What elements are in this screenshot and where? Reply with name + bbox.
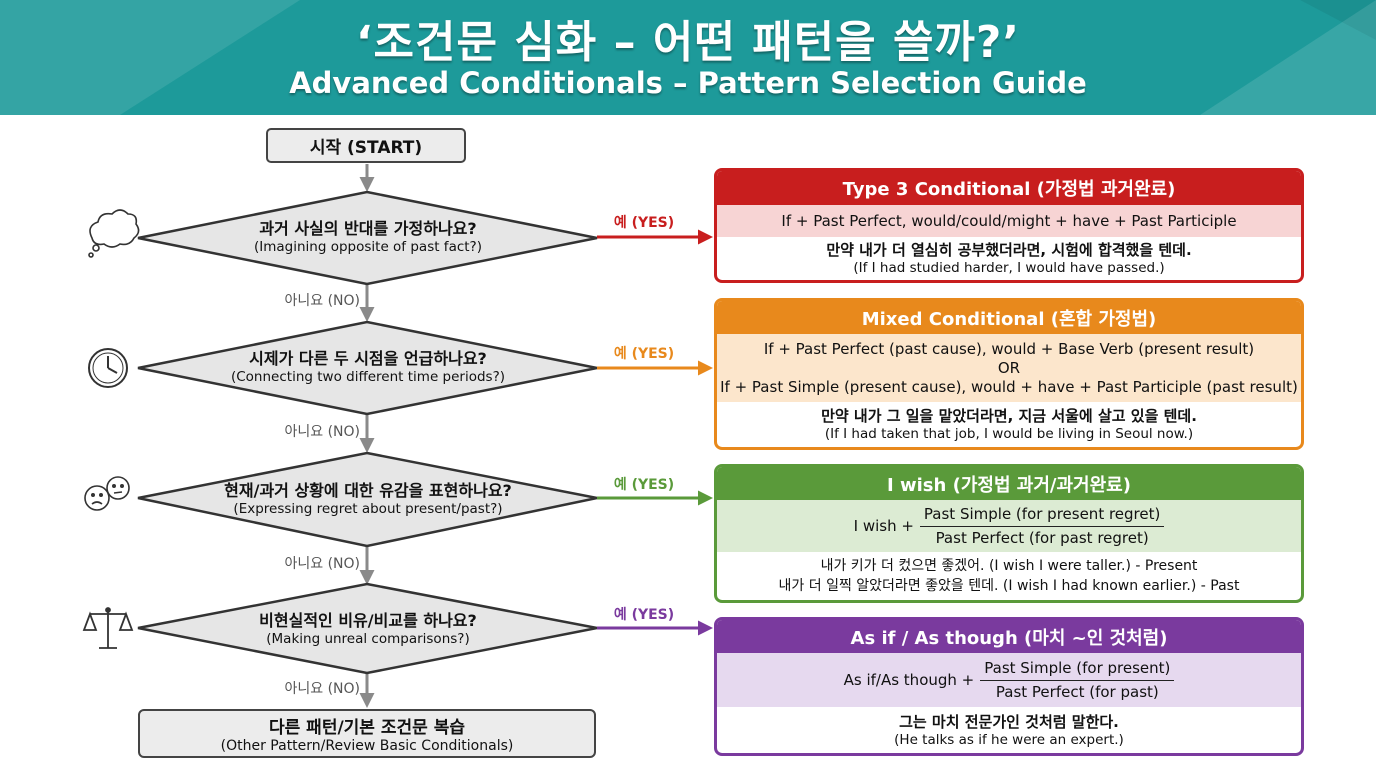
no-label-4: 아니요 (NO)	[284, 681, 360, 697]
question-en: (Making unreal comparisons?)	[266, 631, 470, 647]
question-en: (Expressing regret about present/past?)	[233, 501, 503, 517]
start-node: 시작 (START)	[266, 128, 466, 163]
example-ko: 만약 내가 더 열심히 공부했더라면, 시험에 합격했을 텐데.	[826, 241, 1192, 259]
end-ko: 다른 패턴/기본 조건문 복습	[268, 718, 465, 738]
question-ko: 시제가 다른 두 시점을 언급하나요?	[249, 349, 487, 368]
panel-title: As if / As though (마치 ~인 것처럼)	[717, 620, 1301, 653]
thought-bubble-icon	[88, 209, 140, 258]
end-node: 다른 패턴/기본 조건문 복습 (Other Pattern/Review Ba…	[138, 709, 596, 758]
yes-label-3: 예 (YES)	[613, 477, 675, 493]
example-en: (If I had taken that job, I would be liv…	[824, 426, 1194, 442]
panel-example: 내가 키가 더 컸으면 좋겠어. (I wish I were taller.)…	[717, 552, 1301, 600]
panel-formula: If + Past Perfect, would/could/might + h…	[717, 205, 1301, 237]
no-label-3: 아니요 (NO)	[284, 556, 360, 572]
end-en: (Other Pattern/Review Basic Conditionals…	[220, 738, 514, 754]
no-label-2: 아니요 (NO)	[284, 424, 360, 440]
example-en: (He talks as if he were an expert.)	[894, 731, 1124, 748]
yes-label-2: 예 (YES)	[613, 346, 675, 362]
example-en: (If I had studied harder, I would have p…	[853, 260, 1165, 276]
panel-title: I wish (가정법 과거/과거완료)	[717, 467, 1301, 500]
formula-lead: I wish +	[853, 516, 914, 535]
example-line-2: 내가 더 일찍 알았더라면 좋았을 텐데. (I wish I had know…	[778, 578, 1240, 594]
example-line-1: 내가 키가 더 컸으면 좋겠어. (I wish I were taller.)…	[820, 558, 1198, 574]
sad-face-icon	[84, 476, 130, 511]
panel-formula: As if/As though + Past Simple (for prese…	[717, 653, 1301, 707]
header-decoration	[0, 0, 1376, 115]
example-ko: 그는 마치 전문가인 것처럼 말한다.	[899, 712, 1119, 731]
formula-top: Past Simple (for present)	[980, 659, 1175, 681]
example-ko: 만약 내가 그 일을 맡았더라면, 지금 서울에 살고 있을 텐데.	[821, 407, 1197, 425]
result-panel-wish: I wish (가정법 과거/과거완료) I wish + Past Simpl…	[714, 464, 1304, 603]
panel-example: 그는 마치 전문가인 것처럼 말한다. (He talks as if he w…	[717, 707, 1301, 753]
panel-title: Type 3 Conditional (가정법 과거완료)	[717, 171, 1301, 205]
decision-text-4: 비현실적인 비유/비교를 하나요? (Making unreal compari…	[140, 611, 596, 648]
page-subtitle: Advanced Conditionals – Pattern Selectio…	[289, 66, 1087, 100]
decision-diamond-2	[137, 320, 598, 416]
panel-formula: If + Past Perfect (past cause), would + …	[717, 334, 1301, 402]
yes-label-1: 예 (YES)	[613, 215, 675, 231]
panel-formula: I wish + Past Simple (for present regret…	[717, 500, 1301, 552]
panel-title: Mixed Conditional (혼합 가정법)	[717, 301, 1301, 334]
decision-diamond-3	[137, 451, 598, 548]
formula-fraction: As if/As though + Past Simple (for prese…	[844, 659, 1175, 702]
yes-label-4: 예 (YES)	[613, 607, 675, 623]
decision-diamond-1	[137, 190, 598, 286]
formula-text: If + Past Perfect, would/could/might + h…	[781, 211, 1237, 230]
no-label-1: 아니요 (NO)	[284, 293, 360, 309]
formula-line-2: If + Past Simple (present cause), would …	[720, 377, 1298, 396]
clock-icon	[88, 348, 128, 388]
formula-bottom: Past Perfect (for past regret)	[935, 528, 1149, 547]
decision-diamond-4	[137, 582, 598, 675]
formula-bottom: Past Perfect (for past)	[995, 682, 1159, 701]
decision-text-3: 현재/과거 상황에 대한 유감을 표현하나요? (Expressing regr…	[140, 481, 596, 518]
result-panel-mixed: Mixed Conditional (혼합 가정법) If + Past Per…	[714, 298, 1304, 450]
decision-text-2: 시제가 다른 두 시점을 언급하나요? (Connecting two diff…	[140, 349, 596, 386]
panel-example: 만약 내가 그 일을 맡았더라면, 지금 서울에 살고 있을 텐데. (If I…	[717, 402, 1301, 447]
decision-text-1: 과거 사실의 반대를 가정하나요? (Imagining opposite of…	[140, 219, 596, 256]
formula-fraction: I wish + Past Simple (for present regret…	[854, 505, 1165, 548]
page-title: ‘조건문 심화 – 어떤 패턴을 쓸까?’	[355, 17, 1021, 68]
question-ko: 과거 사실의 반대를 가정하나요?	[259, 219, 477, 238]
question-ko: 현재/과거 상황에 대한 유감을 표현하나요?	[224, 481, 512, 500]
panel-example: 만약 내가 더 열심히 공부했더라면, 시험에 합격했을 텐데. (If I h…	[717, 237, 1301, 280]
formula-top: Past Simple (for present regret)	[919, 505, 1165, 527]
question-en: (Connecting two different time periods?)	[230, 369, 506, 385]
formula-lead: As if/As though +	[843, 670, 975, 689]
question-ko: 비현실적인 비유/비교를 하나요?	[259, 611, 477, 630]
question-en: (Imagining opposite of past fact?)	[254, 239, 482, 255]
result-panel-type3: Type 3 Conditional (가정법 과거완료) If + Past …	[714, 168, 1304, 283]
formula-line-1: If + Past Perfect (past cause), would + …	[763, 339, 1255, 358]
result-panel-asif: As if / As though (마치 ~인 것처럼) As if/As t…	[714, 617, 1304, 756]
formula-or: OR	[997, 358, 1021, 377]
header-banner: ‘조건문 심화 – 어떤 패턴을 쓸까?’ Advanced Condition…	[0, 0, 1376, 115]
balance-scale-icon	[82, 607, 134, 649]
